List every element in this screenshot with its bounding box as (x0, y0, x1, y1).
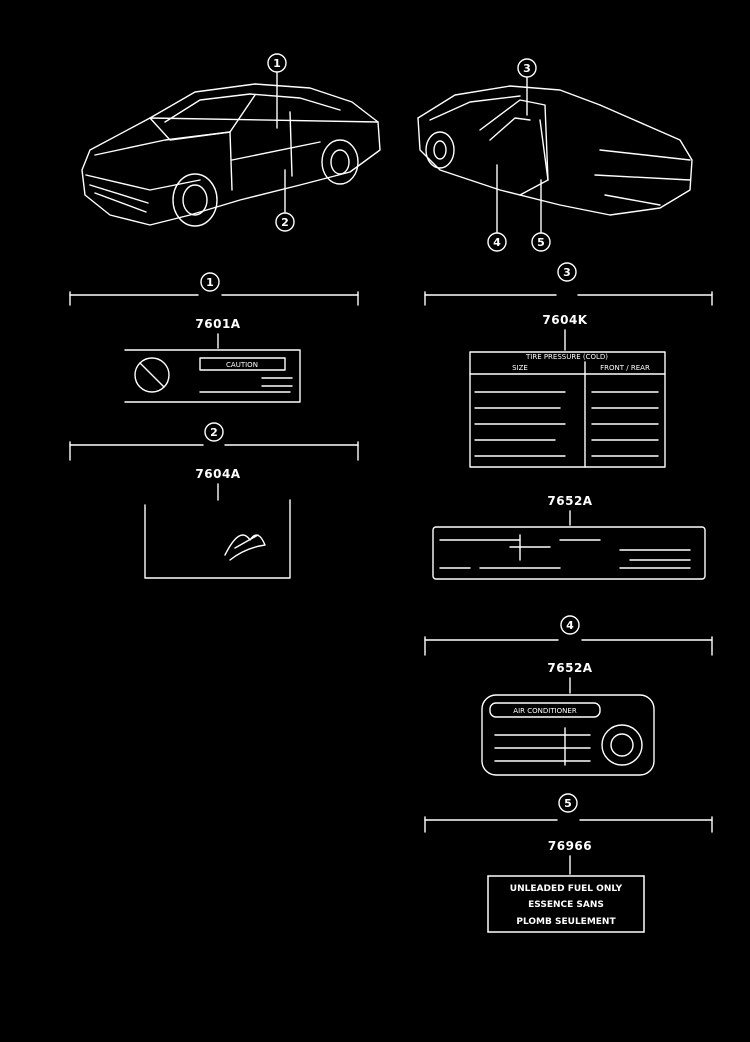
label-7604k-col-right: FRONT / REAR (600, 364, 650, 372)
part-number-7601a: 7601A (195, 317, 240, 331)
label-76966-line-3: PLOMB SEULEMENT (516, 917, 616, 927)
svg-text:3: 3 (523, 62, 531, 75)
callout-3-top: 3 (517, 58, 537, 78)
part-number-7652a: 7652A (547, 494, 592, 508)
section-1-header (69, 291, 359, 306)
label-7652a (432, 510, 706, 580)
label-7601a (124, 333, 301, 403)
label-76966-line-1: UNLEADED FUEL ONLY (510, 884, 623, 894)
callout-5-top: 5 (531, 232, 551, 252)
section-5-header (424, 636, 713, 656)
label-7604a (144, 483, 291, 579)
label-7652a-2 (481, 677, 655, 776)
callout-5-section: 5 (558, 793, 578, 813)
callout-3-section: 3 (557, 262, 577, 282)
label-7652a-2-heading: AIR CONDITIONER (513, 707, 577, 715)
svg-text:5: 5 (537, 236, 545, 249)
part-number-7604k: 7604K (542, 313, 587, 327)
car-rear-view (417, 77, 693, 233)
svg-text:5: 5 (564, 797, 572, 810)
svg-text:1: 1 (206, 276, 214, 289)
callout-1-top: 1 (267, 53, 287, 73)
part-number-7604a: 7604A (195, 467, 240, 481)
label-76966 (487, 855, 645, 933)
svg-text:2: 2 (281, 216, 289, 229)
svg-text:3: 3 (563, 266, 571, 279)
callout-1-section: 1 (200, 272, 220, 292)
svg-text:2: 2 (210, 426, 218, 439)
label-7604k-heading: TIRE PRESSURE (COLD) (525, 353, 608, 361)
label-7601a-caution: CAUTION (226, 361, 258, 369)
label-7604k-col-left: SIZE (512, 364, 528, 372)
section-3-header (424, 291, 713, 306)
label-7604k (469, 329, 666, 468)
callout-4-section: 4 (560, 615, 580, 635)
label-76966-line-2: ESSENCE SANS (528, 900, 604, 910)
part-number-76966: 76966 (548, 839, 592, 853)
part-number-7652a-2: 7652A (547, 661, 592, 675)
car-front-view (81, 71, 381, 227)
svg-text:4: 4 (493, 236, 501, 249)
svg-text:4: 4 (566, 619, 574, 632)
section-6-header (424, 816, 713, 833)
section-2-header (69, 441, 359, 461)
svg-text:1: 1 (273, 57, 281, 70)
callout-4-top: 4 (487, 232, 507, 252)
callout-2-top: 2 (275, 212, 295, 232)
callout-2-section: 2 (204, 422, 224, 442)
